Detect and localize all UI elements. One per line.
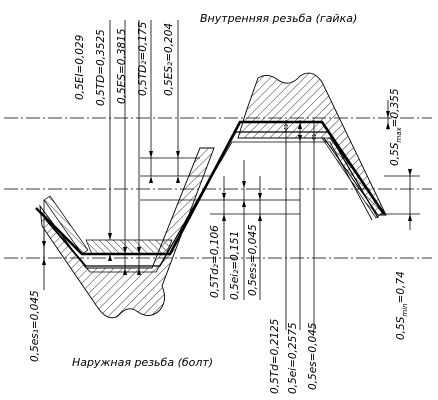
label-es2: 0,5es₂=0,045 (247, 224, 259, 296)
label-ES: 0,5ES=0,3815 (116, 28, 128, 104)
label-TD2: 0,5TD₂=0,175 (137, 21, 149, 96)
internal-thread-title: Внутренняя резьба (гайка) (200, 12, 357, 25)
bolt-profile-inner (43, 141, 373, 273)
label-ES2: 0,5ES₂=0,204 (163, 23, 175, 96)
label-Smax: 0,5Smax=0,355 (389, 88, 403, 166)
arrows-left (42, 241, 46, 265)
label-es-left: 0,5es₁=0,045 (29, 290, 41, 362)
label-TD: 0,5TD=0,3525 (95, 29, 107, 106)
label-Td1: 0,5Td=0,2125 (269, 318, 281, 394)
external-thread-title: Наружная резьба (болт) (72, 356, 213, 369)
bolt-profile (39, 131, 379, 267)
label-ei2: 0,5ei₂=0,151 (229, 231, 241, 300)
bolt-hatched-body (39, 147, 215, 319)
label-es: 0,5es=0,045 (307, 322, 319, 390)
label-Smin: 0,5Smin=0,74 (395, 271, 409, 340)
nut-hatched-body (237, 72, 387, 216)
label-Td: 0,5Td₂=0,106 (209, 225, 221, 298)
label-ei: 0,5ei=0,2575 (287, 322, 299, 394)
bolt-band-left (43, 195, 89, 255)
label-EI: 0,5EI=0,029 (74, 34, 86, 100)
bolt-band-root (85, 239, 173, 255)
